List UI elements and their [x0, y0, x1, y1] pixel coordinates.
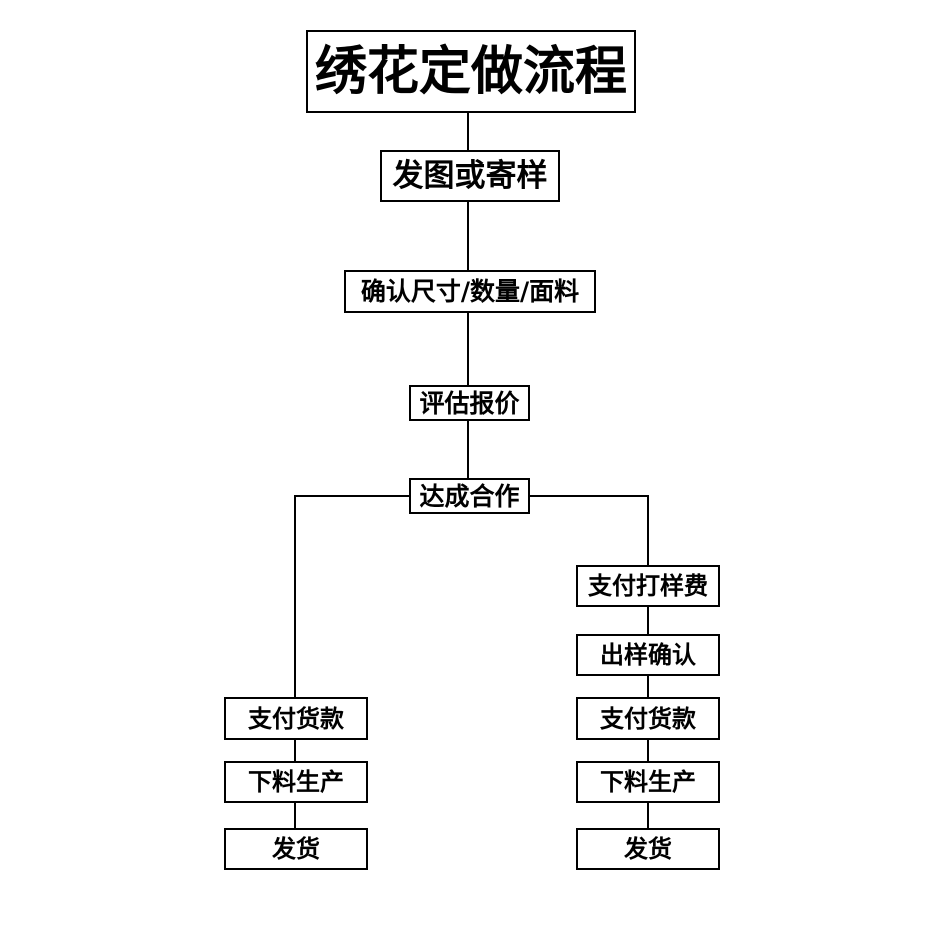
- right-step-sample-confirm: 出样确认: [576, 634, 720, 676]
- step-agree: 达成合作: [409, 478, 530, 514]
- left-step-produce: 下料生产: [224, 761, 368, 803]
- step-quote: 评估报价: [409, 385, 530, 421]
- right-step-produce: 下料生产: [576, 761, 720, 803]
- right-step-ship: 发货: [576, 828, 720, 870]
- left-step-ship: 发货: [224, 828, 368, 870]
- flow-title: 绣花定做流程: [306, 30, 636, 113]
- step-confirm-spec: 确认尺寸/数量/面料: [344, 270, 596, 313]
- step-send-sample: 发图或寄样: [380, 150, 560, 202]
- right-step-sample-fee: 支付打样费: [576, 565, 720, 607]
- right-step-pay: 支付货款: [576, 697, 720, 740]
- left-step-pay: 支付货款: [224, 697, 368, 740]
